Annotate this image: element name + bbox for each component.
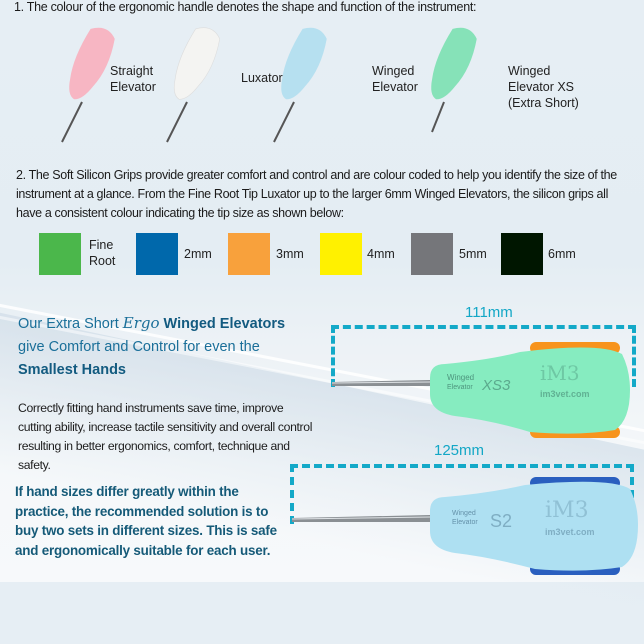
swatch-label-4mm: 4mm [367,247,395,261]
s2-instrument-image: Winged Elevator S2 iM3 im3vet.com [291,477,638,575]
swatch-label-6mm: 6mm [548,247,576,261]
swatch-5mm [411,233,453,275]
swatch-label-5mm: 5mm [459,247,487,261]
swatch-2mm [136,233,178,275]
instrument-label-straight-elevator: Straight Elevator [110,64,156,94]
length-label-125mm: 125mm [434,442,485,459]
instrument-label-winged-elevator: Winged Elevator [372,64,418,94]
svg-text:Winged: Winged [447,373,474,382]
xs3-instrument-image: Winged Elevator XS3 iM3 im3vet.com [331,342,630,438]
length-label-111mm: 111mm [465,304,513,321]
swatch-3mm [228,233,270,275]
swatch-fine-root [39,233,81,275]
svg-text:XS3: XS3 [481,377,511,394]
section1-heading: 1. The colour of the ergonomic handle de… [14,0,477,14]
svg-text:iM3: iM3 [545,498,589,523]
swatch-label-fine-root: Fine Root [89,238,116,268]
promo-heading: Our Extra Short Ergo Winged Elevators gi… [18,314,286,378]
winged-elevator-xs-instrument-image [431,27,477,133]
svg-text:iM3: iM3 [540,361,580,385]
section2-paragraph: 2. The Soft Silicon Grips provide greate… [16,168,617,220]
swatch-label-2mm: 2mm [184,247,212,261]
swatch-6mm [501,233,543,275]
ergo-wordmark: Ergo [122,314,160,332]
promo-body-text: Correctly fitting hand instruments save … [18,401,313,472]
svg-text:S2: S2 [490,511,512,531]
svg-text:Winged: Winged [452,510,476,517]
straight-elevator-instrument-image [61,27,115,143]
swatch-4mm [320,233,362,275]
length-indicator-111mm [331,325,636,387]
svg-text:im3vet.com: im3vet.com [540,389,590,399]
recommendation-callout: If hand sizes differ greatly within the … [15,484,277,558]
luxator-instrument-image [166,27,221,143]
winged-elevator-instrument-image [273,27,327,143]
svg-text:Elevator: Elevator [447,384,473,391]
instrument-label-luxator: Luxator [241,71,283,85]
svg-text:Elevator: Elevator [452,519,478,526]
swatch-label-3mm: 3mm [276,247,304,261]
svg-text:im3vet.com: im3vet.com [545,527,595,537]
instrument-label-winged-elevator-xs: Winged Elevator XS (Extra Short) [508,64,579,110]
